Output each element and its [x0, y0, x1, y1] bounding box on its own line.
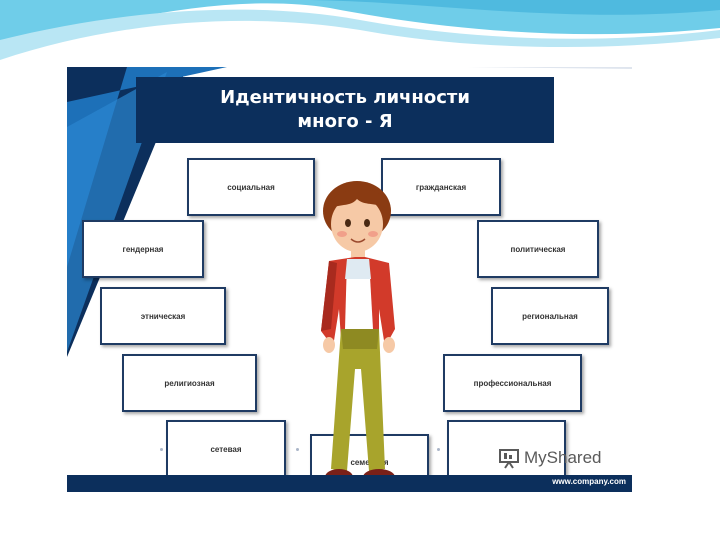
box-professional: профессиональная — [443, 354, 582, 412]
box-ethnic: этническая — [100, 287, 226, 345]
box-regional: региональная — [491, 287, 609, 345]
title-line-2: много - Я — [297, 111, 393, 132]
box-gender: гендерная — [82, 220, 204, 278]
box-network: сетевая — [166, 420, 286, 478]
top-wave-decoration — [0, 0, 720, 60]
title-line-1: Идентичность личности — [220, 87, 470, 108]
box-social: социальная — [187, 158, 315, 216]
slide-canvas: Идентичность личности много - Я социальн… — [67, 67, 632, 492]
dot-marker — [437, 448, 440, 451]
boy-illustration — [321, 181, 395, 485]
box-civic: гражданская — [381, 158, 501, 216]
presentation-icon — [499, 449, 519, 469]
box-religious: религиозная — [122, 354, 257, 412]
footer-url: www.company.com — [552, 477, 626, 486]
watermark: MyShared — [498, 445, 601, 471]
dot-marker — [160, 448, 163, 451]
box-political: политическая — [477, 220, 599, 278]
footer-bar — [67, 475, 632, 492]
title-banner: Идентичность личности много - Я — [136, 77, 554, 143]
dot-marker — [296, 448, 299, 451]
watermark-text: MyShared — [524, 448, 602, 467]
